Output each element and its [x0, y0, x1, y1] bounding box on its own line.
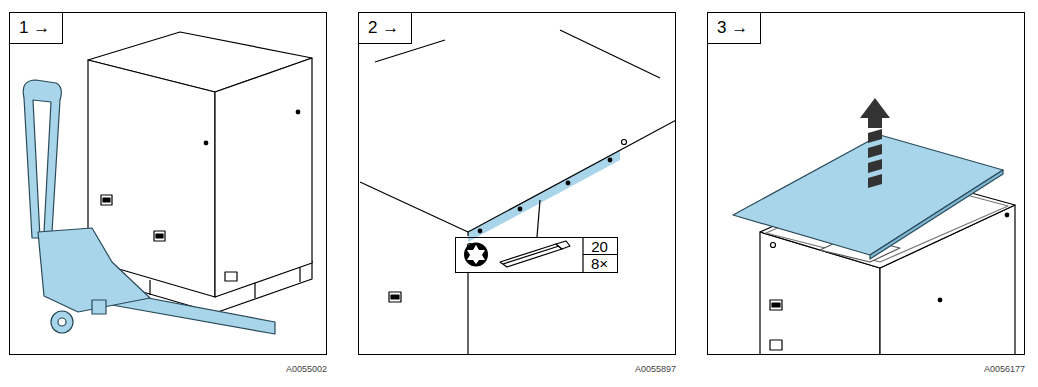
step-tab: 3 →: [708, 13, 761, 44]
image-code: A0055897: [635, 364, 676, 375]
crate-top-closeup: [360, 30, 676, 355]
image-code: A0055002: [286, 364, 327, 375]
step-number: 2 →: [368, 18, 399, 38]
step-tab: 1 →: [10, 13, 63, 44]
step-tab: 2 →: [359, 13, 412, 44]
open-crate: [733, 98, 1015, 355]
crate-on-pallet-truck: [23, 32, 312, 334]
image-code: A0056177: [984, 364, 1025, 375]
step-panel: 3 →: [707, 12, 1025, 355]
step-number: 3 →: [717, 18, 748, 38]
step-panel: 1 →: [9, 12, 327, 355]
screw-count: 8×: [591, 256, 608, 272]
step-panel: 2 → 208×: [358, 12, 676, 355]
callout-cell: 20: [582, 238, 617, 255]
tool-size: 20: [591, 239, 608, 255]
tool-callout: 208×: [455, 237, 618, 273]
callout-cell: 8×: [582, 255, 617, 272]
step-number: 1 →: [19, 18, 50, 38]
